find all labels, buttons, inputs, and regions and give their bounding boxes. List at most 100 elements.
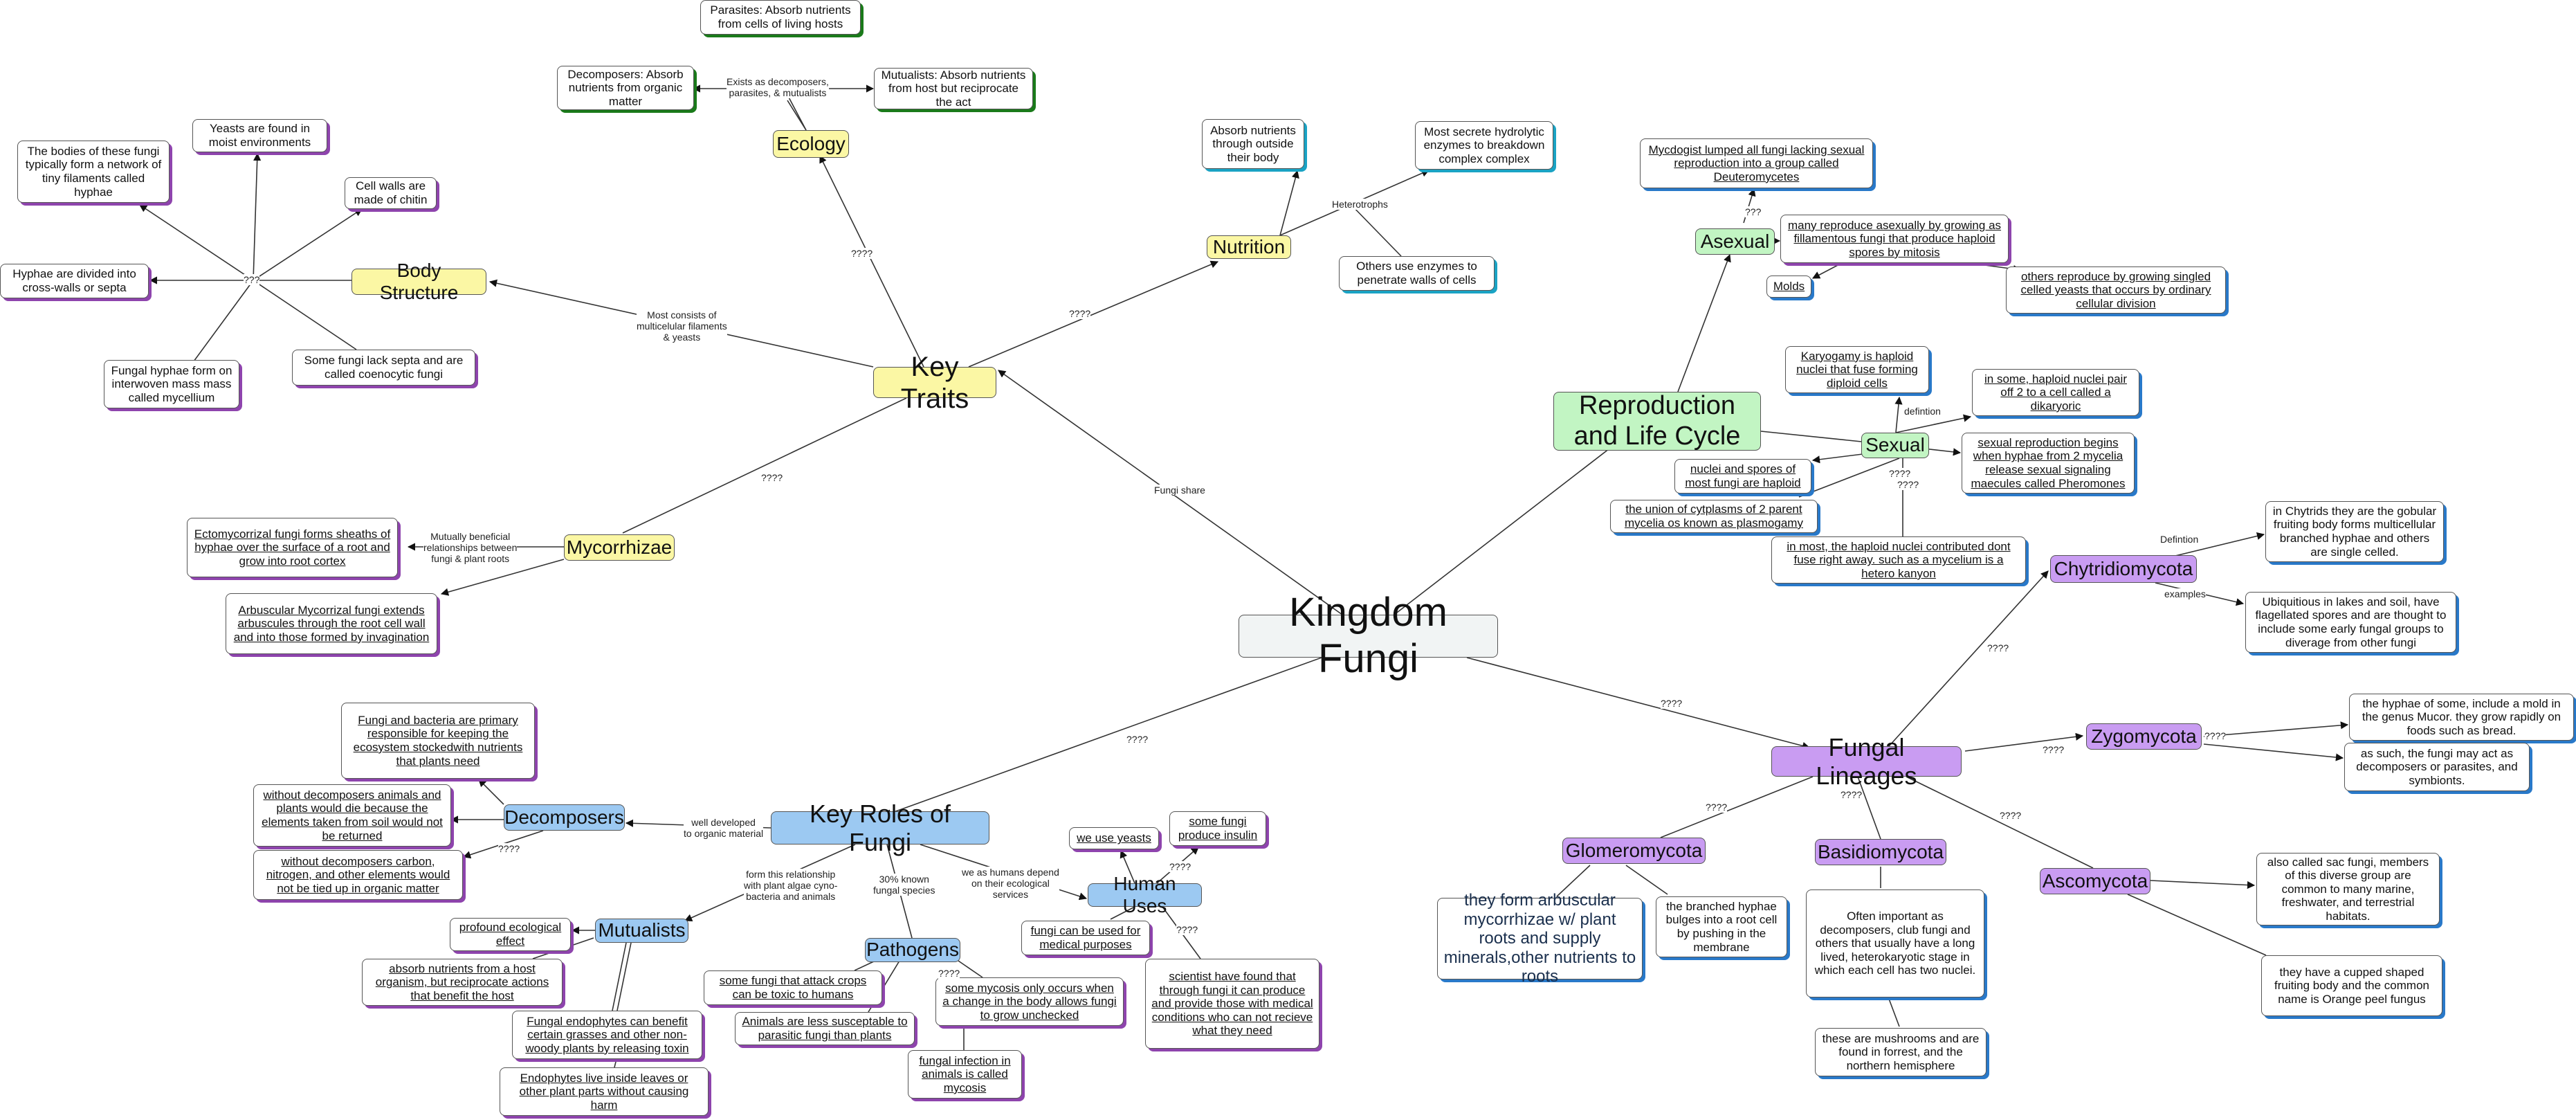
molds-node[interactable]: Molds (1766, 276, 1811, 298)
coenocytic-node[interactable]: Some fungi lack septa and are called coe… (292, 350, 475, 386)
well-developed-label: well developed to organic material (684, 817, 764, 840)
ecology-link-label: Exists as decomposers, parasites, & mutu… (727, 76, 829, 99)
mitosis-node[interactable]: many reproduce asexually by growing as f… (1780, 215, 2009, 263)
root-lineages-q-label: ???? (1661, 698, 1683, 710)
human-uses-q-label-2: ???? (1176, 924, 1198, 936)
glomero-hyphae-node[interactable]: the branched hyphae bulges into a root c… (1656, 896, 1787, 957)
depend-label: we as humans depend on their ecological … (962, 867, 1059, 901)
sexual-q-label-1: ???? (1889, 468, 1911, 480)
parasites-node[interactable]: Parasites: Absorb nutrients from cells o… (700, 0, 861, 35)
basidio-mushrooms-node[interactable]: these are mushrooms and are found in for… (1815, 1028, 1986, 1076)
mycosis-infection-node[interactable]: fungal infection in animals is called my… (908, 1050, 1022, 1099)
zygo-out-q-label: ???? (2204, 730, 2227, 742)
decomposers-eco-node[interactable]: Decomposers: Absorb nutrients from organ… (557, 66, 694, 110)
dikaryotic-node[interactable]: in some, haploid nuclei pair off 2 to a … (1972, 369, 2139, 416)
pathogens-q-label: ???? (938, 968, 960, 979)
yeasts-division-node[interactable]: others reproduce by growing singled cell… (2006, 267, 2226, 314)
glomero-arbuscular-node[interactable]: they form arbuscular mycorrhizae w/ plan… (1437, 891, 1643, 986)
absorb-node[interactable]: Absorb nutrients through outside their b… (1202, 119, 1304, 169)
host-node[interactable]: absorb nutrients from a host organism, b… (362, 959, 563, 1006)
ascomycota-node[interactable]: Ascomycota (2040, 868, 2150, 894)
glomeromycota-node[interactable]: Glomeromycota (1562, 838, 1706, 864)
basidio-decomposers-node[interactable]: Often important as decomposers, club fun… (1806, 889, 1984, 997)
mycologist-node[interactable]: Mycdogist lumped all fungi lacking sexua… (1640, 138, 1873, 188)
without-decomposers-1-node[interactable]: without decomposers animals and plants w… (253, 784, 451, 847)
mutualists-node[interactable]: Mutualists (595, 919, 688, 943)
mycelium-node[interactable]: Fungal hyphae form on interwoven mass ma… (104, 360, 239, 408)
yeasts-use-node[interactable]: we use yeasts (1069, 827, 1159, 849)
body-structure-q-label: ??? (244, 274, 260, 286)
basidio-q-label: ???? (1840, 789, 1863, 801)
heterokaryon-node[interactable]: in most, the haploid nuclei contributed … (1771, 536, 2026, 584)
scientist-node[interactable]: scientist have found that through fungi … (1145, 959, 1319, 1049)
basidiomycota-node[interactable]: Basidiomycota (1815, 839, 1946, 865)
without-decomposers-2-node[interactable]: without decomposers carbon, nitrogen, an… (253, 850, 463, 900)
defintion-label: defintion (1904, 406, 1941, 417)
mutualists-eco-node[interactable]: Mutualists: Absorb nutrients from host b… (874, 68, 1033, 109)
multicellular-label: Most consists of multicelular filaments … (637, 309, 727, 343)
zygo-decomposers-node[interactable]: as such, the fungi may act as decomposer… (2344, 743, 2530, 791)
chytrid-definition-node[interactable]: in Chytrids they are the gobular fruitin… (2265, 501, 2444, 562)
asco-sac-node[interactable]: also called sac fungi, members of this d… (2256, 853, 2440, 925)
traits-mycorrhizae-link-label: ???? (761, 472, 783, 484)
heterotrophs-label: Heterotrophs (1332, 199, 1388, 210)
roles-q-label: ???? (1126, 734, 1149, 746)
sexual-q-label-2: ???? (1897, 479, 1919, 491)
traits-ecology-link-label: ???? (851, 248, 873, 260)
asco-q-label: ???? (2000, 810, 2022, 822)
chytrid-q-label: ???? (1987, 642, 2009, 654)
endophytes-live-node[interactable]: Endophytes live inside leaves or other p… (500, 1067, 709, 1116)
zygomycota-node[interactable]: Zygomycota (2086, 723, 2202, 750)
decomposers-q-label: ???? (498, 843, 520, 855)
insulin-node[interactable]: some fungi produce insulin (1169, 811, 1266, 846)
haploid-nuclei-node[interactable]: nuclei and spores of most fungi are hapl… (1674, 459, 1811, 494)
septa-node[interactable]: Hyphae are divided into cross-walls or s… (0, 264, 149, 298)
chitin-node[interactable]: Cell walls are made of chitin (345, 177, 437, 209)
pathogens-node[interactable]: Pathogens (865, 938, 960, 962)
crop-toxic-node[interactable]: some fungi that attack crops can be toxi… (704, 970, 882, 1005)
chytrid-examples-node[interactable]: Ubiquitious in lakes and soil, have flag… (2245, 592, 2456, 653)
glomero-q-label: ???? (1706, 802, 1728, 813)
pheromones-node[interactable]: sexual reproduction begins when hyphae f… (1962, 433, 2135, 494)
plasmogamy-node[interactable]: the union of cytplasms of 2 parent mycel… (1610, 500, 1818, 533)
asexual-node[interactable]: Asexual (1695, 228, 1775, 255)
susceptable-node[interactable]: Animals are less susceptable to parasiti… (735, 1012, 915, 1045)
human-uses-node[interactable]: Human Uses (1088, 873, 1202, 916)
arbuscular-node[interactable]: Arbuscular Mycorrizal fungi extends arbu… (226, 593, 437, 654)
human-uses-q-label-1: ???? (1169, 861, 1191, 873)
key-traits-node[interactable]: Key Traits (873, 352, 996, 414)
sexual-node[interactable]: Sexual (1861, 433, 1929, 458)
chytridiomycota-node[interactable]: Chytridiomycota (2050, 555, 2197, 583)
fungi-bacteria-node[interactable]: Fungi and bacteria are primary responsib… (341, 703, 535, 779)
chytrid-examples-label: examples (2164, 588, 2206, 600)
hyphae-network-text: The bodies of these fungi typically form… (25, 144, 162, 199)
endophytes-node[interactable]: Fungal endophytes can benefit certain gr… (512, 1011, 702, 1059)
medical-node[interactable]: fungi can be used for medical purposes (1021, 921, 1150, 955)
profound-node[interactable]: profound ecological effect (450, 918, 571, 951)
zygo-q-label: ???? (2043, 744, 2065, 756)
mycosis-occurs-node[interactable]: some mycosis only occurs when a change i… (935, 977, 1124, 1026)
ectomycorrizal-node[interactable]: Ectomycorrizal fungi forms sheaths of hy… (187, 518, 398, 577)
reproduction-node[interactable]: Reproduction and Life Cycle (1553, 391, 1761, 451)
enzymes-node[interactable]: Others use enzymes to penetrate walls of… (1339, 256, 1495, 291)
partnership-label: form this relationship with plant algae … (744, 869, 838, 903)
mycorrhizae-link-label: Mutually beneficial relationships betwee… (423, 531, 518, 565)
body-structure-node[interactable]: Body Structure (351, 260, 486, 303)
fungi-share-label: Fungi share (1154, 485, 1205, 496)
decomposers-node[interactable]: Decomposers (504, 804, 625, 831)
key-roles-node[interactable]: Key Roles of Fungi (771, 800, 989, 856)
mycorrhizae-node[interactable]: Mycorrhizae (564, 534, 675, 561)
hyphae-network-node[interactable]: The bodies of these fungi typically form… (17, 141, 170, 203)
root-node[interactable]: Kingdom Fungi (1239, 590, 1498, 681)
chytrid-definition-label: Defintion (2160, 534, 2199, 545)
ecology-node[interactable]: Ecology (773, 130, 849, 158)
zygo-mold-node[interactable]: the hyphae of some, include a mold in th… (2349, 694, 2574, 741)
asco-orange-peel-node[interactable]: they have a cupped shaped fruiting body … (2261, 955, 2442, 1016)
fungal-lineages-node[interactable]: Fungal Lineages (1771, 733, 1962, 790)
traits-nutrition-link-label: ???? (1069, 308, 1091, 320)
hydrolytic-node[interactable]: Most secrete hydrolytic enzymes to break… (1415, 121, 1553, 170)
karyogamy-node[interactable]: Karyogamy is haploid nuclei that fuse fo… (1785, 346, 1929, 393)
known-species-label: 30% known fungal species (873, 874, 935, 896)
nutrition-node[interactable]: Nutrition (1207, 235, 1291, 259)
yeasts-node[interactable]: Yeasts are found in moist environments (192, 119, 327, 152)
